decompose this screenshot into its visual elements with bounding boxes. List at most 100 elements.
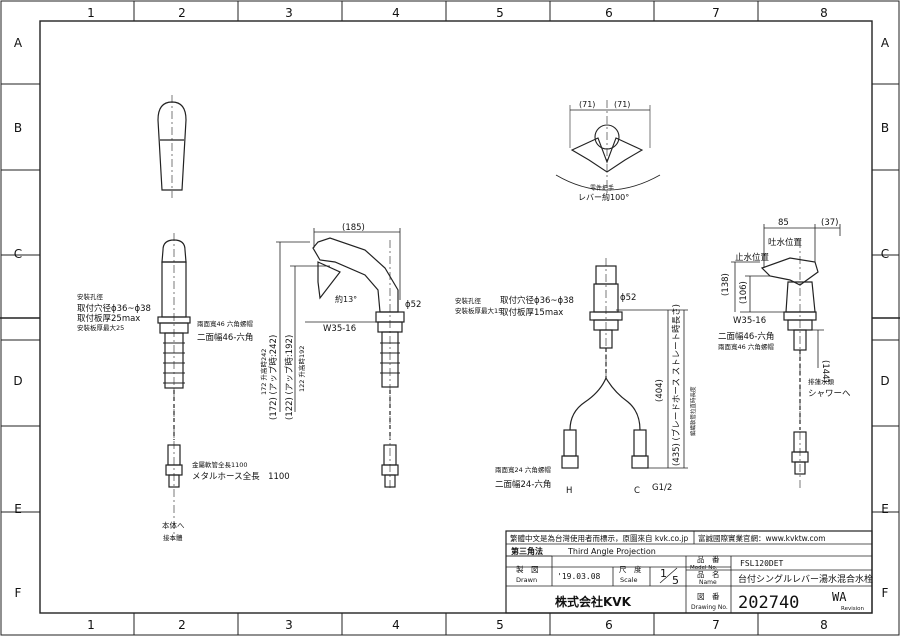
col-label-8: 8 [820, 6, 828, 20]
top-view [555, 100, 661, 200]
right-view [731, 224, 841, 490]
note-plate-thk-jp: 取付板厚25max [77, 313, 140, 324]
lever-view [157, 95, 187, 198]
rdim-138: (138) [721, 273, 731, 296]
title-scale-label-en: Scale [620, 576, 638, 584]
grid-labels: 1 2 3 4 5 6 7 8 1 2 3 4 5 6 7 8 A B C D … [13, 6, 890, 632]
col-label-3-bottom: 3 [285, 618, 293, 632]
title-notice-2: 富誠國際實業官網：www.kvktw.com [698, 533, 826, 543]
dim-185: (185) [342, 223, 365, 233]
mid-note-hex24-cn: 兩面寬24 六角螺帽 [495, 465, 551, 474]
side-view [276, 228, 405, 490]
col-label-8-bottom: 8 [820, 618, 828, 632]
title-drawn-date: '19.03.08 [557, 572, 601, 581]
col-label-6-bottom: 6 [605, 618, 613, 632]
col-label-5: 5 [496, 6, 504, 20]
rdim-85: 85 [778, 218, 789, 228]
note-plate-thk-cn: 安裝板厚最大25 [77, 323, 124, 332]
note-to-body-jp: 本体へ [162, 520, 185, 530]
dim-172-cn: 172 升高時242 [259, 349, 268, 395]
mid-view-labels: 安裝孔徑 安裝板厚最大15 取付穴径ϕ36~ϕ38 取付板厚15max ϕ52 … [455, 293, 697, 496]
mid-note-hex24-jp: 二面幅24-六角 [495, 479, 551, 490]
note-hex46-cn: 兩面寬46 六角螺帽 [197, 319, 253, 328]
row-label-F-right: F [882, 586, 889, 600]
mid-note-plate-cn: 安裝板厚最大15 [455, 306, 502, 315]
rnote-hex46-cn: 兩面寬46 六角螺帽 [718, 342, 774, 351]
dim-angle: 約13° [335, 294, 357, 304]
row-label-C: C [14, 247, 22, 261]
title-scale-num: 1 [660, 567, 667, 580]
title-revision-label: Revision [841, 606, 864, 612]
dim-172-jp: (172) (アップ時:242) [269, 335, 279, 420]
dim-71-left: (71) [579, 100, 595, 109]
col-label-4-bottom: 4 [392, 618, 400, 632]
mid-note-hole-jp: 取付穴径ϕ36~ϕ38 [500, 295, 574, 306]
title-model-label-en: Model No. [690, 565, 718, 571]
col-label-3: 3 [285, 6, 293, 20]
inner-frame [39, 20, 873, 614]
col-label-1: 1 [87, 6, 95, 20]
row-label-B: B [14, 121, 22, 135]
rnote-shower-jp: シャワーへ [808, 389, 851, 399]
rdim-144: (144) [820, 360, 830, 383]
title-name-value: 台付シングルレバー湯水混合水栓 [738, 573, 873, 585]
title-model-label-jp: 品 番 [697, 554, 720, 564]
rnote-hex46-jp: 二面幅46-六角 [718, 331, 774, 342]
mid-note-hole-cn: 安裝孔徑 [455, 296, 482, 305]
col-label-1-bottom: 1 [87, 618, 95, 632]
rnote-w35: W35-16 [733, 316, 766, 326]
col-label-4: 4 [392, 6, 400, 20]
col-label-2-bottom: 2 [178, 618, 186, 632]
dim-dia52: ϕ52 [405, 300, 421, 310]
title-drawing-no: 202740 [738, 593, 799, 613]
col-label-7-bottom: 7 [712, 618, 720, 632]
title-drawing-label-en: Drawing No. [691, 604, 728, 611]
note-lever-angle: レバー約100° [578, 192, 629, 202]
note-to-body-cn: 接本體 [163, 533, 183, 542]
title-drawing-label-jp: 図 番 [697, 591, 720, 601]
row-label-A: A [14, 36, 23, 50]
note-hose-len-jp: メタルホース全長 1100 [192, 471, 290, 482]
rnote-shower-cn: 排蓮水頭 [808, 377, 835, 386]
mid-label-H: H [566, 486, 572, 496]
title-scale-den: 5 [672, 574, 679, 587]
right-view-labels: 85 (37) (138) (106) (144) 吐水位置 止水位置 W35-… [718, 218, 851, 399]
note-hole-dia-jp: 取付穴径ϕ36~ϕ38 [77, 303, 151, 314]
dim-122-jp: (122) (アップ時:192) [285, 335, 295, 420]
title-name-label-en: Name [699, 579, 717, 586]
title-drawn-label-jp: 製 図 [516, 564, 539, 574]
title-name-label-jp: 品 名 [697, 569, 720, 579]
title-drawn-label-en: Drawn [516, 576, 537, 584]
side-view-labels: (185) 約13° ϕ52 W35-16 172 升高時242 (172) (… [259, 223, 421, 420]
title-projection-value: Third Angle Projection [567, 547, 656, 556]
row-label-E: E [14, 502, 22, 516]
top-view-labels: (71) (71) 零件把手 レバー約100° [578, 100, 630, 202]
title-projection-label: 第三角法 [511, 546, 543, 556]
rdim-106: (106) [739, 281, 749, 304]
col-label-5-bottom: 5 [496, 618, 504, 632]
note-hose-len-cn: 金屬軟管全長1100 [192, 460, 248, 469]
row-label-E-right: E [881, 502, 889, 516]
row-label-A-right: A [881, 36, 890, 50]
mid-note-plate-jp: 取付板厚15max [500, 307, 563, 318]
mid-view [561, 258, 688, 469]
title-company: 株式会社KVK [555, 594, 632, 609]
row-label-F: F [15, 586, 22, 600]
row-label-C-right: C [881, 247, 889, 261]
dim-71-right: (71) [614, 100, 630, 109]
dim-w35: W35-16 [323, 324, 356, 334]
mid-dim-404: (404) [655, 379, 665, 402]
front-view [157, 233, 191, 540]
note-hex46-jp: 二面幅46-六角 [197, 332, 253, 343]
mid-label-C: C [634, 486, 640, 496]
mid-label-g12: G1/2 [652, 483, 672, 493]
col-label-7: 7 [712, 6, 720, 20]
row-label-B-right: B [881, 121, 889, 135]
note-stop-position: 止水位置 [735, 252, 770, 263]
title-notice: 繁體中文是為台灣使用者而標示，原圖來自 kvk.co.jp [510, 533, 688, 543]
mid-note-braid-cn: 編織軟管拉直時長度 [689, 386, 697, 436]
row-label-D: D [13, 374, 22, 388]
